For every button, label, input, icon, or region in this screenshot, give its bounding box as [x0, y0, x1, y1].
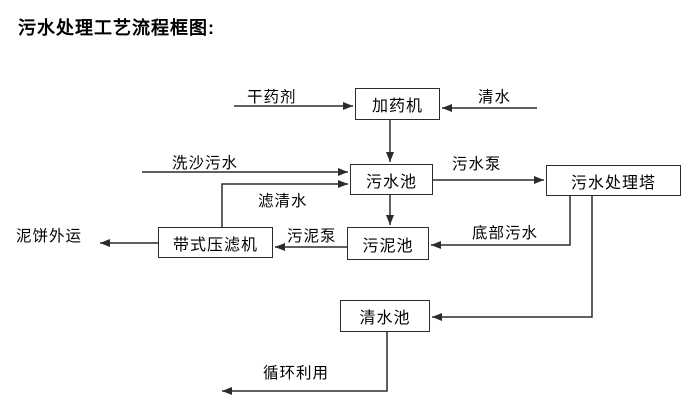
edge-label-sewage-pump: 污水泵: [452, 156, 502, 173]
edge-label-bottom-sewage: 底部污水: [472, 225, 539, 242]
node-sewage-pool: 污水池: [350, 164, 433, 195]
edge-label-sand-washing-sewage: 洗沙污水: [172, 155, 239, 172]
node-sewage-treatment-tower: 污水处理塔: [546, 165, 681, 196]
node-clean-water-pool: 清水池: [340, 300, 430, 332]
node-sludge-pool-label: 污泥池: [362, 237, 414, 255]
page-title: 污水处理工艺流程框图:: [18, 18, 215, 38]
flow-tower-to-clean-pool-line: [432, 196, 593, 321]
edge-label-filtered-water: 滤清水: [258, 193, 308, 210]
node-sludge-pool: 污泥池: [347, 227, 429, 260]
flow-bottom-sewage-line: [431, 196, 571, 249]
edge-label-clean-water: 清水: [478, 89, 512, 106]
edge-label-mud-cake-out: 泥饼外运: [16, 228, 83, 245]
flow-filtered-water-line: [221, 180, 348, 227]
node-dosing-machine: 加药机: [355, 88, 440, 120]
node-sewage-pool-label: 污水池: [365, 173, 417, 191]
node-belt-filter-press-label: 带式压滤机: [172, 236, 258, 254]
edge-label-recycle: 循环利用: [263, 365, 330, 382]
node-sewage-treatment-tower-label: 污水处理塔: [570, 174, 656, 192]
flow-recycle-line: [222, 332, 388, 395]
node-dosing-machine-label: 加药机: [371, 98, 423, 115]
node-clean-water-pool-label: 清水池: [359, 310, 411, 327]
node-belt-filter-press: 带式压滤机: [158, 227, 273, 258]
edge-label-dry-agent: 干药剂: [247, 89, 297, 106]
edge-label-sludge-pump: 污泥泵: [287, 228, 337, 245]
